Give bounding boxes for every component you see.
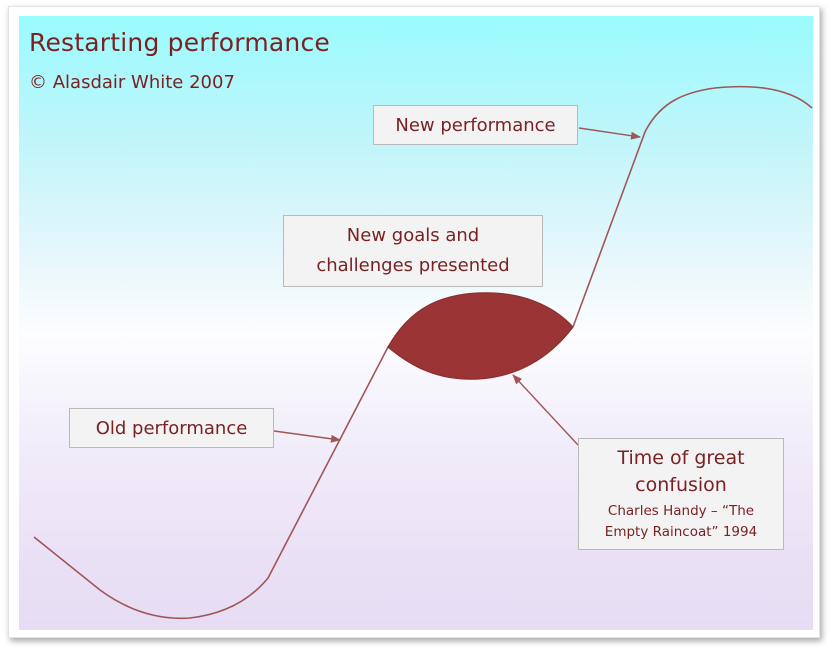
label-old-performance: Old performance [69, 408, 274, 448]
copyright-text: © Alasdair White 2007 [29, 72, 235, 93]
diagram-title: Restarting performance [29, 28, 330, 57]
label-new-performance-text: New performance [395, 114, 556, 136]
label-new-performance: New performance [373, 105, 578, 145]
arrow-new-performance [578, 127, 641, 140]
citation-line2: Empty Raincoat” 1994 [604, 524, 758, 540]
new-performance-curve [572, 85, 813, 328]
arrow-old-performance [273, 430, 341, 443]
label-confusion-line2: confusion [635, 474, 727, 496]
confusion-lens [387, 292, 574, 380]
label-time-of-confusion: Time of great confusion Charles Handy – … [578, 438, 784, 550]
old-performance-curve [33, 346, 389, 620]
label-old-performance-text: Old performance [95, 417, 248, 439]
citation-line1: Charles Handy – “The [607, 503, 755, 519]
label-confusion-line1: Time of great [617, 447, 745, 469]
arrow-confusion [512, 374, 579, 446]
label-new-goals: New goals and challenges presented [283, 215, 543, 287]
label-new-goals-line1: New goals and [346, 225, 480, 246]
label-new-goals-line2: challenges presented [316, 255, 510, 276]
